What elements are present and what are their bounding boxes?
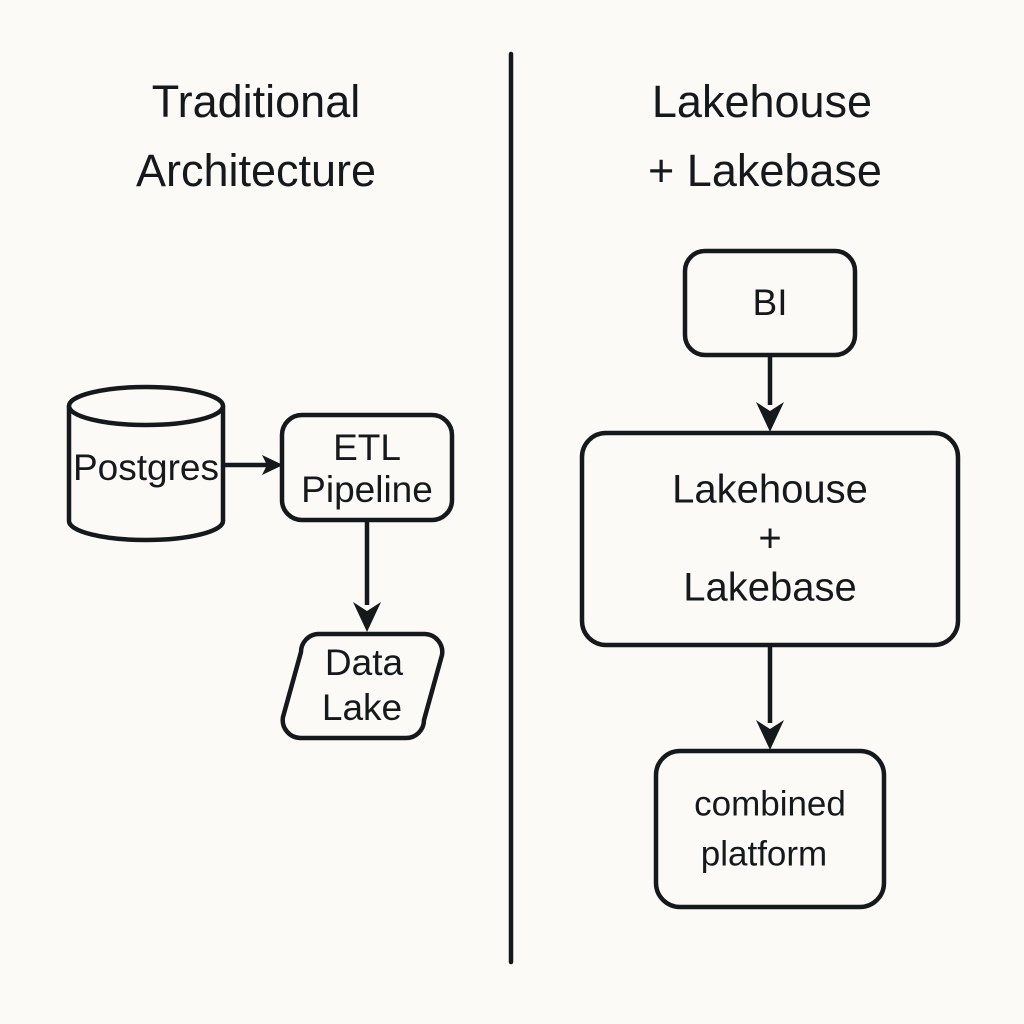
edge-postgres-to-etl <box>223 455 283 475</box>
node-combined-platform[interactable]: combined platform <box>653 748 887 910</box>
node-combined-platform-label-line2: platform <box>701 834 827 873</box>
right-panel-title-line1: Lakehouse <box>652 76 872 127</box>
node-bi[interactable]: BI <box>682 248 858 358</box>
node-data-lake-label-line2: Lake <box>322 687 402 728</box>
node-lakehouse-lakebase[interactable]: Lakehouse + Lakebase <box>579 430 961 648</box>
node-combined-platform-label-line1: combined <box>694 784 846 823</box>
edge-etl-to-data-lake-arrowhead <box>353 602 381 632</box>
data-lake-shape <box>280 631 445 741</box>
edge-bi-to-lakehouse-arrowhead <box>756 402 784 432</box>
node-data-lake-label-line1: Data <box>325 642 404 683</box>
edge-lakehouse-to-combined-arrowhead <box>756 720 784 750</box>
edge-postgres-to-etl-arrowhead <box>262 455 283 475</box>
postgres-cylinder-body <box>66 384 226 543</box>
edge-bi-to-lakehouse <box>756 355 784 432</box>
left-panel-title-line1: Traditional <box>152 76 360 127</box>
node-postgres[interactable]: Postgres <box>66 384 226 543</box>
edge-etl-to-data-lake <box>353 520 381 632</box>
node-lakehouse-label-line2: + <box>758 517 781 561</box>
postgres-cylinder-top-ellipse <box>66 403 226 428</box>
right-panel-title-line2: + Lakebase <box>648 145 882 196</box>
edge-lakehouse-to-combined <box>756 645 784 750</box>
node-etl-pipeline[interactable]: ETL Pipeline <box>279 412 455 523</box>
node-bi-label: BI <box>753 282 788 323</box>
node-etl-pipeline-label-line2: Pipeline <box>301 469 433 510</box>
combined-platform-box <box>653 748 887 910</box>
node-data-lake[interactable]: Data Lake <box>280 631 445 741</box>
left-panel-title-line2: Architecture <box>136 145 376 196</box>
node-lakehouse-label-line1: Lakehouse <box>672 468 868 512</box>
node-lakehouse-label-line3: Lakebase <box>683 566 856 610</box>
node-etl-pipeline-label-line1: ETL <box>333 427 401 468</box>
node-postgres-label: Postgres <box>73 447 219 488</box>
